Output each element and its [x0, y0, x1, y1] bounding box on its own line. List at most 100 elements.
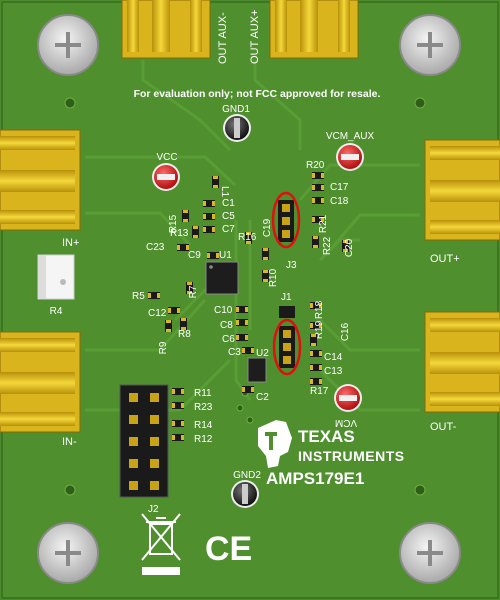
label-r20: R20	[306, 160, 325, 171]
label-j1: J1	[281, 292, 292, 303]
header-j2[interactable]	[119, 384, 169, 498]
smd-r19: R19	[310, 320, 325, 339]
smd-r18: R18	[310, 300, 325, 319]
mount-screw-top-right	[399, 14, 461, 76]
label-u2: U2	[256, 348, 269, 359]
label-c18: C18	[330, 196, 349, 207]
jumper-j1[interactable]	[272, 306, 302, 376]
smd-r15: R15	[168, 210, 189, 233]
smd-c12: C12	[148, 307, 180, 319]
smd-c1: C1	[203, 198, 235, 209]
label-c13: C13	[324, 366, 343, 377]
label-c9: C9	[188, 250, 201, 261]
label-out-minus: OUT-	[430, 421, 457, 433]
label-l1: L1	[219, 186, 230, 198]
weee-bin-icon	[141, 513, 181, 575]
smd-r13: R13	[170, 226, 199, 239]
label-r21: R21	[318, 214, 329, 233]
smd-r16: R16	[238, 232, 257, 244]
smd-c23: C23	[146, 242, 189, 253]
smd-r12: R12	[172, 434, 213, 445]
vias	[64, 97, 426, 496]
smd-c10: C10	[214, 305, 248, 316]
smd-r5: R5	[132, 291, 160, 302]
part-number: AMPS179E1	[266, 469, 364, 488]
testpoint-vcm-aux[interactable]	[336, 143, 364, 171]
label-r13: R13	[170, 228, 189, 239]
label-r11: R11	[194, 388, 212, 399]
testpoint-gnd2[interactable]	[231, 480, 259, 508]
mount-screw-bottom-left	[37, 522, 99, 584]
smd-c8: C8	[220, 319, 248, 331]
label-r19: R19	[314, 320, 325, 339]
ti-logo	[258, 420, 292, 468]
label-c8: C8	[220, 320, 233, 331]
label-c7: C7	[222, 224, 235, 235]
label-r10: R10	[268, 268, 279, 287]
smd-c6: C6	[222, 334, 248, 345]
fcc-notice: For evaluation only; not FCC approved fo…	[134, 88, 381, 100]
sma-out-aux-plus[interactable]	[269, 0, 359, 59]
label-vcc: VCC	[156, 152, 177, 163]
label-r22: R22	[322, 236, 333, 255]
smd-c5: C5	[203, 211, 235, 222]
sma-out-aux-minus[interactable]	[121, 0, 211, 59]
smd-c20: C20	[342, 238, 355, 257]
smd-r21: R21	[312, 214, 329, 233]
resistor-r4	[37, 254, 75, 300]
smd-c2: C2	[242, 386, 269, 403]
label-j3: J3	[286, 260, 297, 271]
label-vcm: VCM	[335, 417, 357, 428]
smd-r9: R9	[158, 320, 172, 354]
smd-r23: R23	[172, 402, 213, 413]
testpoint-vcm[interactable]	[334, 384, 362, 412]
label-c23: C23	[146, 242, 165, 253]
label-c20: C20	[344, 238, 355, 257]
label-r9: R9	[158, 341, 169, 354]
label-r5: R5	[132, 291, 145, 302]
label-c3: C3	[228, 347, 241, 358]
label-vcm-aux: VCM_AUX	[326, 131, 375, 142]
testpoint-gnd1[interactable]	[223, 114, 251, 142]
label-in-minus: IN-	[62, 436, 77, 448]
sma-in-plus[interactable]	[0, 129, 81, 231]
label-c16: C16	[340, 322, 351, 341]
label-r8: R8	[178, 329, 191, 340]
sma-in-minus[interactable]	[0, 331, 81, 433]
sma-out-minus[interactable]	[424, 311, 500, 413]
label-r12: R12	[194, 434, 213, 445]
jumper-j3[interactable]	[271, 191, 301, 249]
smd-r20: R20	[306, 160, 325, 179]
ic-u1	[205, 261, 239, 295]
sma-out-plus[interactable]	[424, 139, 500, 241]
label-out-plus: OUT+	[430, 253, 460, 265]
label-r23: R23	[194, 402, 213, 413]
smd-c16: C16	[310, 322, 351, 346]
label-c1: C1	[222, 198, 235, 209]
smd-c13: C13	[310, 364, 343, 377]
ti-brand-line1: TEXAS	[298, 427, 355, 446]
copper-traces	[85, 60, 420, 412]
label-c2: C2	[256, 392, 269, 403]
smd-c3: C3	[228, 347, 254, 358]
ic-u2	[247, 357, 267, 383]
label-u1: U1	[219, 250, 232, 261]
smd-r22: R22	[312, 236, 333, 255]
label-r15: R15	[168, 214, 179, 233]
label-r16: R16	[238, 232, 257, 243]
smd-c18: C18	[312, 196, 349, 207]
ti-brand-line2: INSTRUMENTS	[298, 448, 405, 464]
label-gnd1: GND1	[222, 104, 250, 115]
smd-c7: C7	[203, 224, 235, 235]
label-gnd2: GND2	[233, 470, 261, 481]
smd-c14: C14	[310, 350, 343, 363]
smd-r7: R7	[186, 282, 199, 298]
label-r17: R17	[310, 386, 329, 397]
label-r7: R7	[188, 285, 199, 298]
testpoint-vcc[interactable]	[152, 163, 180, 191]
smd-r11: R11	[172, 388, 212, 399]
smd-l1: L1	[212, 176, 230, 198]
label-c6: C6	[222, 334, 235, 345]
